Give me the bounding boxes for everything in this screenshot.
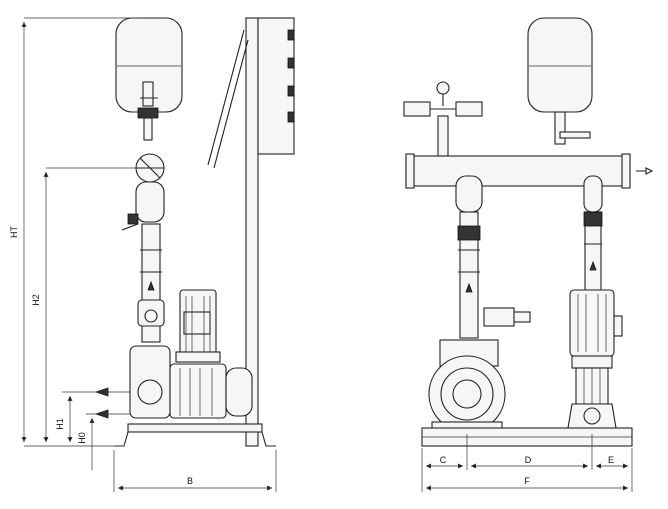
dimension-label-h2: H2 xyxy=(31,294,41,306)
dimension-label-c: C xyxy=(440,455,447,465)
dimension-label-ht: HT xyxy=(9,226,19,238)
left-centrifugal-pump xyxy=(428,339,506,433)
pump-unit xyxy=(94,345,253,419)
dimension-label-d: D xyxy=(525,455,532,465)
dimension-label-e: E xyxy=(608,455,614,465)
front-expansion-tank xyxy=(527,17,593,145)
side-view xyxy=(21,17,295,492)
discharge-manifold xyxy=(405,153,654,189)
dimension-label-h0: H0 xyxy=(77,432,87,444)
control-panel xyxy=(207,17,295,447)
front-dimensions xyxy=(421,434,633,492)
dimension-label-f: F xyxy=(524,476,530,486)
left-pump-column xyxy=(455,175,531,339)
dimension-label-b: B xyxy=(187,476,193,486)
manifold-valve xyxy=(121,153,165,231)
expansion-tank xyxy=(115,17,183,141)
right-vertical-pump xyxy=(567,289,623,429)
riser-pipe xyxy=(137,223,165,343)
side-dimensions xyxy=(21,17,277,492)
pump-motor xyxy=(175,289,221,363)
front-base xyxy=(421,427,633,447)
right-pump-column xyxy=(583,175,603,291)
dimension-label-h1: H1 xyxy=(55,418,65,430)
front-view xyxy=(403,17,654,492)
pressure-gauge-assembly xyxy=(403,81,483,157)
